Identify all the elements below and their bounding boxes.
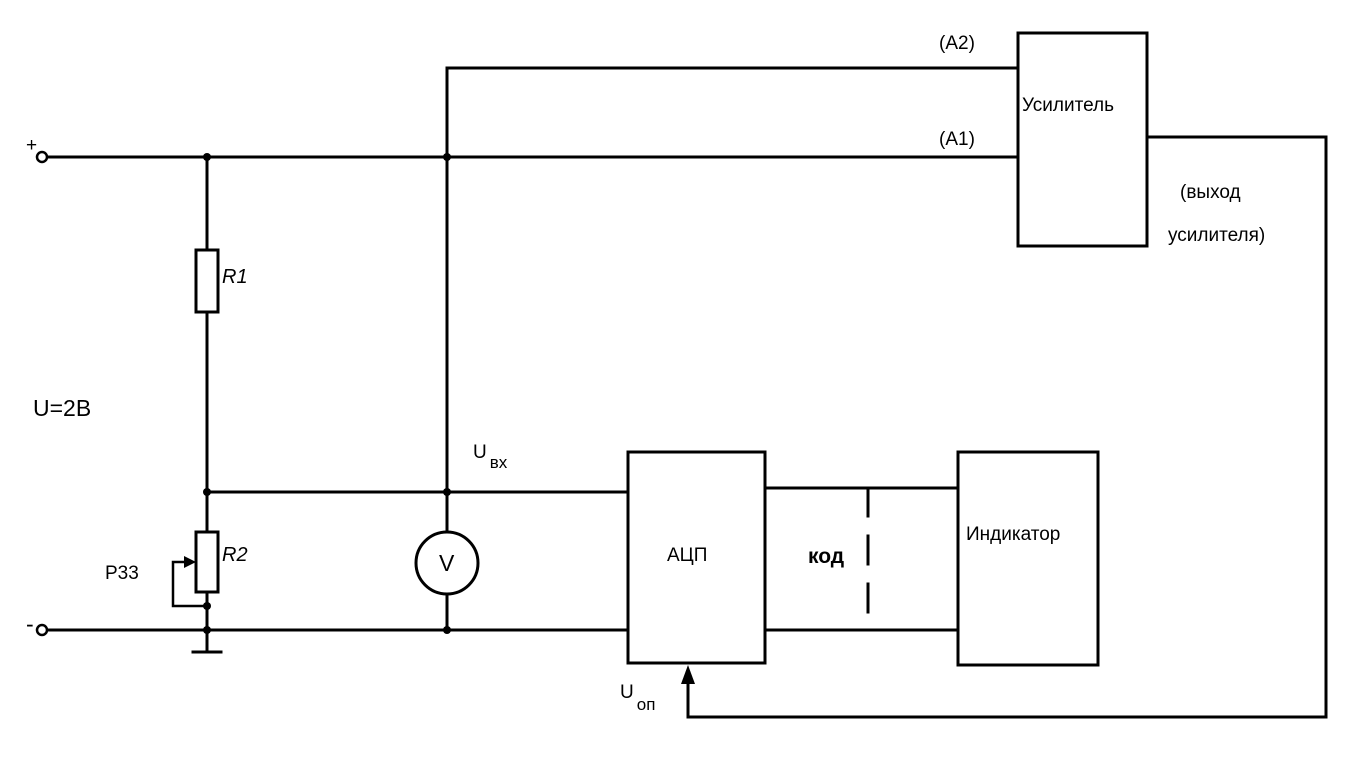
terminals (35, 150, 49, 637)
reference-voltage-label: Uоп (620, 682, 655, 714)
resistor-r2 (194, 530, 220, 594)
voltmeter (414, 530, 480, 596)
junction-dot (443, 153, 451, 161)
supply-voltage-label: U=2В (33, 395, 91, 421)
resistor-r1 (194, 248, 220, 314)
amplifier-output-label-line2: усилителя) (1168, 225, 1265, 246)
amplifier-block (1016, 31, 1149, 248)
wiper-wire (171, 560, 209, 608)
a1-label: (А1) (939, 129, 975, 150)
junction-dot (203, 153, 211, 161)
a2-label: (А2) (939, 33, 975, 54)
wires (40, 66, 1328, 719)
negative-sign: - (26, 611, 34, 637)
r2-label: R2 (222, 544, 248, 566)
junction-dot (203, 488, 211, 496)
amplifier-output-label-line1: (выход (1180, 182, 1241, 203)
positive-sign: + (26, 135, 37, 156)
junctions (203, 153, 451, 634)
junction-dot (203, 626, 211, 634)
amplifier-output-wire (686, 135, 1328, 719)
reference-arrow-icon (681, 665, 695, 684)
code-label: код (808, 545, 844, 568)
r1-label: R1 (222, 266, 248, 288)
junction-dot (443, 488, 451, 496)
positive-terminal (35, 150, 49, 164)
adc-label: АЦП (667, 545, 707, 566)
adc-block (626, 450, 767, 665)
amplifier-label: Усилитель (1022, 95, 1114, 116)
p33-label: Р33 (105, 563, 139, 584)
junction-dot (443, 626, 451, 634)
voltmeter-label: V (439, 550, 455, 576)
negative-terminal (35, 623, 49, 637)
indicator-block (956, 450, 1100, 667)
wiper-arrow-icon (184, 556, 196, 568)
potentiometer-wiper (171, 556, 209, 608)
indicator-label: Индикатор (966, 524, 1060, 545)
